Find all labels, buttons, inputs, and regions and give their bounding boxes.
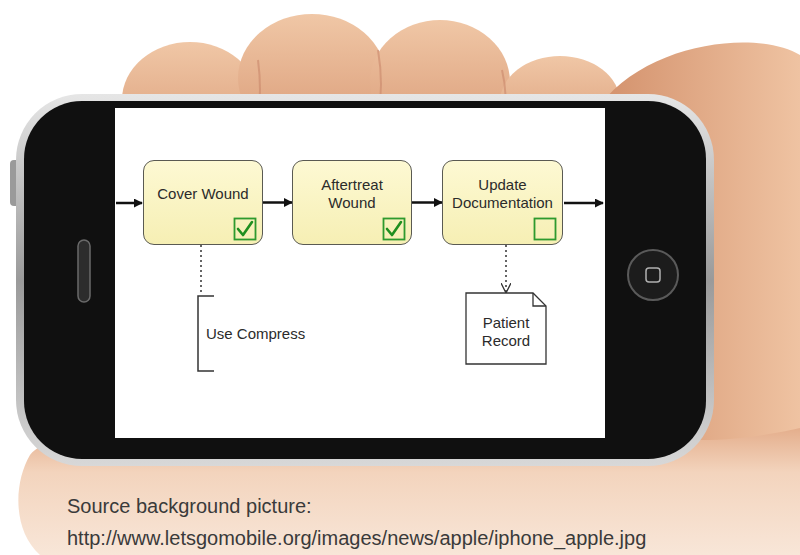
incoming-flow xyxy=(116,202,142,205)
node-label: Use Compress xyxy=(206,325,305,343)
document-fold xyxy=(533,293,546,306)
task-box: Cover Wound xyxy=(143,160,263,245)
checkbox xyxy=(233,217,257,241)
node-label: Aftertreat Wound xyxy=(301,176,403,212)
data-object: Patient Record xyxy=(465,292,547,365)
text-group: Aftertreat Wound xyxy=(301,176,403,212)
text-group: Patient Record xyxy=(471,314,541,350)
node-label: Patient Record xyxy=(471,314,541,350)
text-annotation: Use Compress xyxy=(196,295,321,372)
check-mark xyxy=(387,222,401,235)
phone-body xyxy=(24,101,706,459)
home-button-icon xyxy=(646,268,660,282)
source-note: http://www.letsgomobile.org/images/news/… xyxy=(67,526,646,550)
node-label: Update Documentation xyxy=(451,176,554,212)
home-button xyxy=(628,250,678,300)
association-line xyxy=(200,245,202,295)
sequence-flow xyxy=(263,201,292,204)
text-group: Use Compress xyxy=(206,325,305,343)
checkbox-frame xyxy=(384,219,405,240)
node-label: Cover Wound xyxy=(157,185,248,203)
source-note: Source background picture: xyxy=(67,494,312,518)
speaker-slot xyxy=(78,240,90,302)
task-box: Update Documentation xyxy=(442,160,563,245)
text-group: Update Documentation xyxy=(451,176,554,212)
document-outline xyxy=(466,293,546,364)
phone-screen xyxy=(115,108,605,438)
association-line xyxy=(505,245,507,292)
outgoing-flow xyxy=(564,202,603,205)
checkbox-frame xyxy=(235,219,256,240)
task-box: Aftertreat Wound xyxy=(292,160,412,245)
sequence-flow xyxy=(412,201,442,204)
checkbox-frame xyxy=(535,219,556,240)
check-mark xyxy=(238,222,252,235)
text-group: Cover Wound xyxy=(157,185,248,203)
checkbox xyxy=(533,217,557,241)
phone-rim xyxy=(16,94,714,466)
checkbox xyxy=(382,217,406,241)
